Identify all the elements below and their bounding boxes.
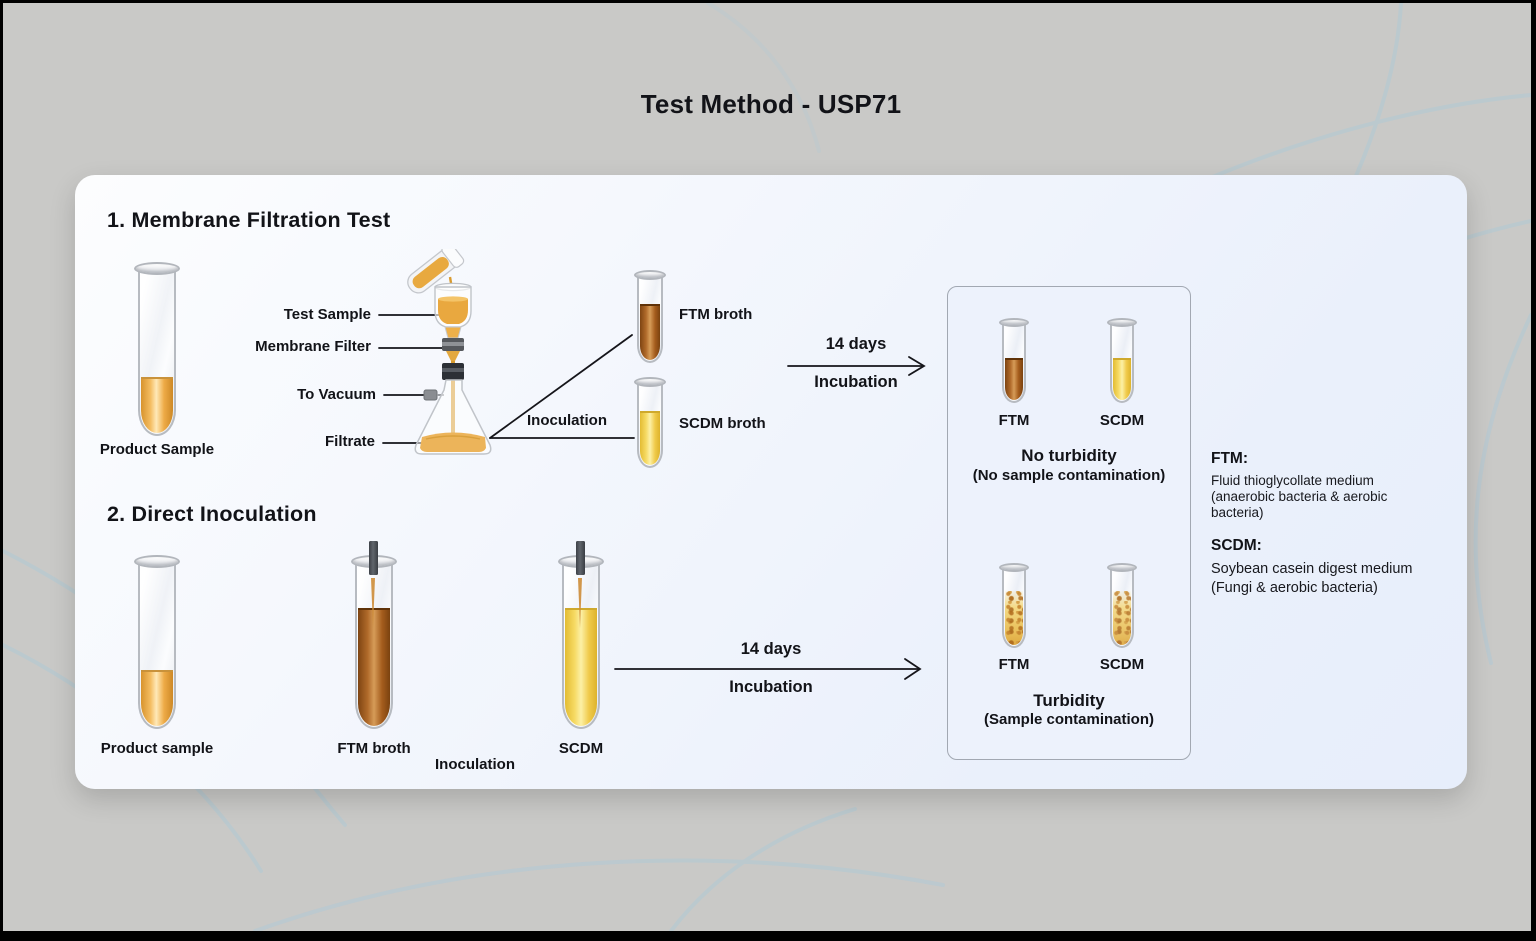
test-tube-ftm-direct xyxy=(355,561,393,729)
tube-liquid-turbid xyxy=(1113,591,1131,645)
ftm-broth-label: FTM broth xyxy=(679,306,753,323)
result-tube-scdm-clear xyxy=(1110,323,1134,403)
test-tube-ftm-broth xyxy=(637,275,663,363)
test-sample-label: Test Sample xyxy=(283,306,371,323)
pipette-tip xyxy=(578,578,582,628)
pour-bottle xyxy=(407,249,465,294)
legend-scdm-term: SCDM: xyxy=(1211,537,1262,554)
result-pos-scdm-label: SCDM xyxy=(1099,656,1145,673)
no-contamination-text: (No sample contamination) xyxy=(972,467,1166,484)
section-2-heading: 2. Direct Inoculation xyxy=(107,502,317,526)
tube-rim xyxy=(1107,563,1137,572)
tube-rim xyxy=(634,270,666,280)
product-sample-2-label: Product sample xyxy=(100,740,214,757)
result-tube-ftm-clear xyxy=(1002,323,1026,403)
filtration-apparatus-icon xyxy=(407,249,492,455)
test-tube-product-sample-1 xyxy=(138,268,176,436)
incubation-2-days: 14 days xyxy=(740,640,802,658)
result-tube-scdm-turbid xyxy=(1110,568,1134,648)
tube-liquid-turbid xyxy=(1005,591,1023,645)
tube-rim xyxy=(634,377,666,387)
tube-liquid xyxy=(1113,358,1131,400)
tube-rim xyxy=(134,555,180,568)
turbidity-text: Turbidity xyxy=(1033,691,1105,710)
ftm-broth-2-label: FTM broth xyxy=(337,740,411,757)
section-1-heading: 1. Membrane Filtration Test xyxy=(107,208,391,232)
results-box xyxy=(947,286,1191,760)
vacuum-port xyxy=(423,389,438,401)
test-tube-scdm-broth xyxy=(637,382,663,468)
inoculation-2-label: Inoculation xyxy=(435,756,515,773)
tube-rim xyxy=(1107,318,1137,327)
tube-liquid xyxy=(141,377,173,433)
tube-liquid xyxy=(640,304,660,360)
result-tube-ftm-turbid xyxy=(1002,568,1026,648)
pipette-icon xyxy=(369,541,378,575)
page-title: Test Method - USP71 xyxy=(640,89,902,119)
tube-liquid xyxy=(141,670,173,726)
legend-ftm-definition: Fluid thioglycollate medium (anaerobic b… xyxy=(1211,473,1388,520)
result-pos-ftm-label: FTM xyxy=(998,656,1030,673)
contamination-text: (Sample contamination) xyxy=(983,711,1155,728)
tube-rim xyxy=(999,318,1029,327)
legend-scdm-definition: Soybean casein digest medium (Fungi & ae… xyxy=(1211,561,1413,596)
test-tube-product-sample-2 xyxy=(138,561,176,729)
tube-liquid xyxy=(1005,358,1023,400)
membrane-filter-label: Membrane Filter xyxy=(255,338,371,355)
diagram-panel xyxy=(75,175,1467,789)
pipette-tip xyxy=(371,578,375,628)
incubation-2-label: Incubation xyxy=(729,678,813,696)
incubation-1-days: 14 days xyxy=(825,335,887,353)
to-vacuum-label: To Vacuum xyxy=(297,386,376,403)
pipette-icon xyxy=(576,541,585,575)
result-neg-ftm-label: FTM xyxy=(998,412,1030,429)
tube-liquid xyxy=(640,411,660,465)
product-sample-1-label: Product Sample xyxy=(99,441,215,458)
filtrate-label: Filtrate xyxy=(324,433,375,450)
no-turbidity-text: No turbidity xyxy=(1021,446,1117,465)
legend-ftm-term: FTM: xyxy=(1211,450,1249,467)
tube-rim xyxy=(999,563,1029,572)
scdm-2-label: SCDM xyxy=(558,740,604,757)
page-background: Test Method - USP71 1. Membrane Filtrati… xyxy=(3,3,1531,931)
inoculation-1-label: Inoculation xyxy=(527,412,607,429)
result-neg-scdm-label: SCDM xyxy=(1099,412,1145,429)
tube-rim xyxy=(134,262,180,275)
incubation-1-label: Incubation xyxy=(814,373,898,391)
scdm-broth-label: SCDM broth xyxy=(679,415,766,432)
